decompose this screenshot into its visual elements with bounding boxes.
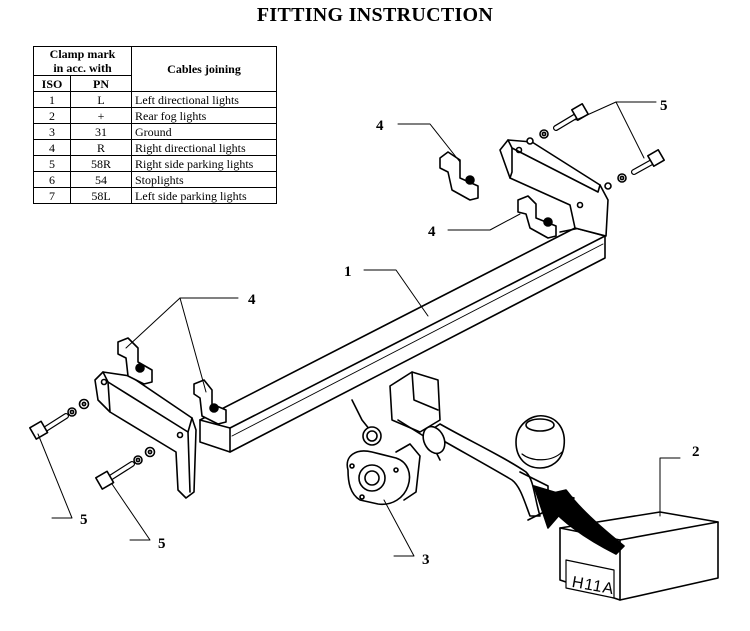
- callout-crossbar: 1: [344, 264, 352, 280]
- clamp-mark-label: Clamp mark: [49, 47, 116, 61]
- callout-socket: 3: [422, 552, 430, 568]
- bolt-upper-left: [29, 398, 90, 440]
- right-mounting-plate: [499, 139, 609, 237]
- table-subheader-row: ISO PN: [33, 75, 277, 92]
- iso-cell: 7: [33, 187, 71, 204]
- callout-bracket-lower-right: 4: [428, 224, 436, 240]
- bracket-left-b: [193, 379, 227, 425]
- bolt-lower-right: [604, 149, 665, 190]
- bolt-lower-left: [95, 446, 156, 490]
- bracket-lower-right: [517, 195, 557, 239]
- bracket-upper-right: [439, 151, 479, 201]
- callout-bolt-left-upper: 5: [80, 512, 88, 528]
- cable-cell: Right side parking lights: [131, 155, 277, 172]
- left-mounting-plate: [94, 371, 197, 499]
- page-title: FITTING INSTRUCTION: [256, 4, 494, 26]
- pn-cell: 58R: [70, 155, 132, 172]
- leader-lines: [37, 101, 681, 557]
- towing-arm: [422, 423, 549, 521]
- callout-bolt-right: 5: [660, 98, 668, 114]
- clamp-mark-label-2: in acc. with: [53, 61, 112, 75]
- cable-cell: Right directional lights: [131, 139, 277, 156]
- table-row: 2+Rear fog lights: [33, 107, 277, 124]
- curved-arrow-icon: [533, 485, 625, 555]
- callout-module-box: 2: [692, 444, 700, 460]
- cable-cell: Rear fog lights: [131, 107, 277, 124]
- callout-bolt-left-lower: 5: [158, 536, 166, 552]
- electrical-socket: [346, 443, 421, 506]
- callout-bracket-upper-right: 4: [376, 118, 384, 134]
- tow-ball: [515, 415, 566, 469]
- pn-column-header: PN: [70, 75, 132, 92]
- callout-bracket-left: 4: [248, 292, 256, 308]
- cable-cell: Left side parking lights: [131, 187, 277, 204]
- bracket-left-a: [117, 337, 153, 385]
- bolt-upper-right: [526, 103, 589, 145]
